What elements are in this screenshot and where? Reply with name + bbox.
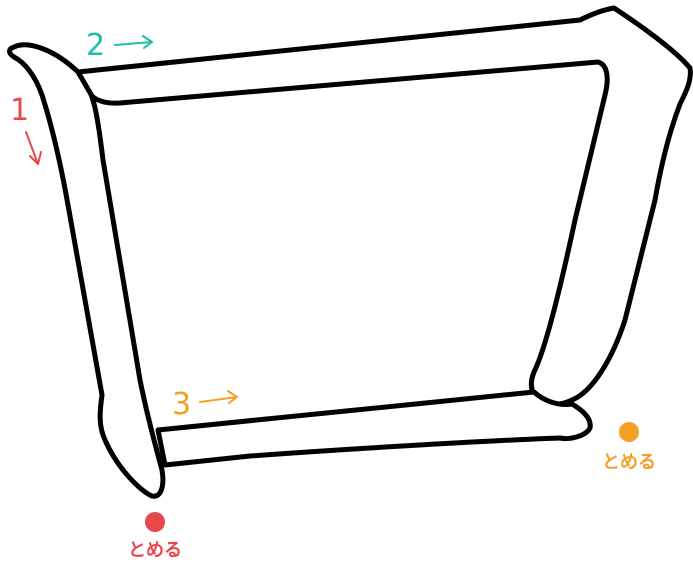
stroke-3-stop-label: とめる: [602, 452, 656, 473]
stroke-1-stop-dot: [145, 512, 165, 532]
stroke-2-shape: [75, 5, 693, 407]
stroke-1-stop-label: とめる: [128, 540, 182, 561]
stroke-2-arrow: [114, 35, 153, 49]
stroke-1-shape: [7, 42, 166, 499]
stroke-3-stop-dot: [619, 422, 639, 442]
stroke-1-arrow: [25, 131, 42, 165]
stroke-2-number: 2: [86, 28, 105, 63]
stroke-3-number: 3: [172, 387, 191, 422]
stroke-3-shape: [155, 389, 593, 468]
stroke-1-number: 1: [10, 93, 29, 128]
stroke-3-arrow: [199, 390, 238, 404]
